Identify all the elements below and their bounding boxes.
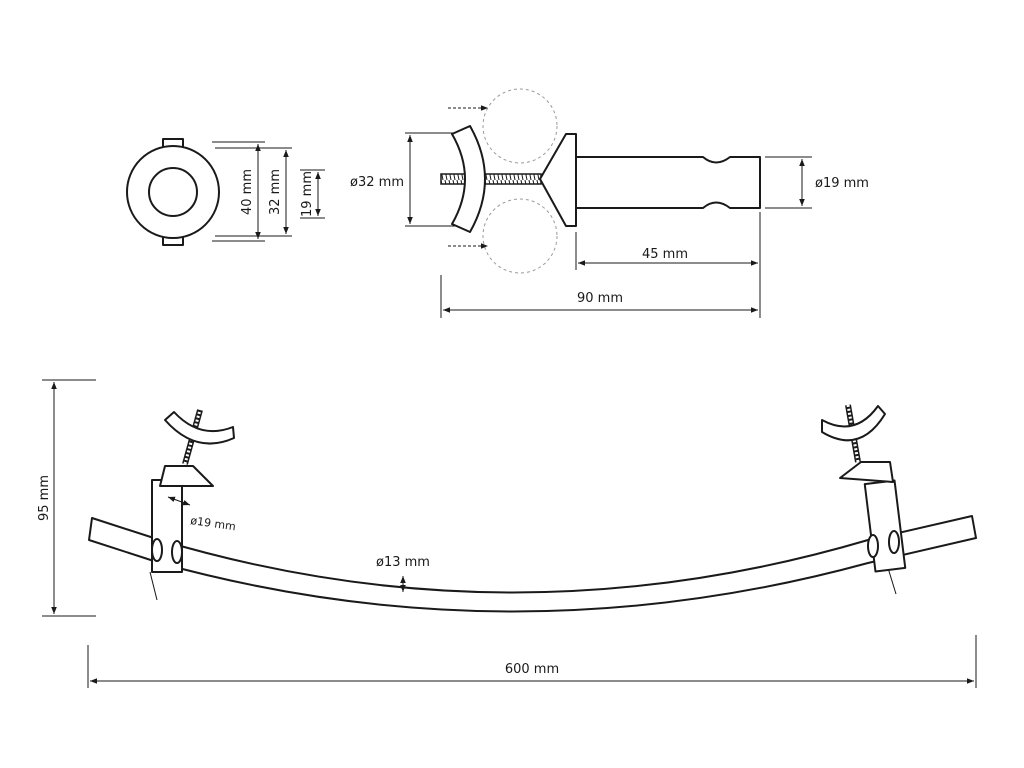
left-cone-flange [159,465,214,487]
left-support [149,409,235,601]
left-clamp [164,411,235,445]
rotation-ghost-bottom [482,198,558,274]
threaded-rod [440,173,542,185]
support-diameter-dimension-line [167,496,191,506]
bracket-diameter-label: ø32 mm [350,175,404,190]
towel-rail-view [88,404,977,613]
cone-flange [539,133,577,227]
bracket-dimensions: ø32 mm ø19 mm 45 mm 90 mm [350,132,869,318]
right-clamp [821,405,886,442]
right-cone-flange [839,461,894,483]
rail-diameter-label: ø13 mm [376,555,430,570]
right-rail-joint [867,534,879,558]
support-diameter-label: ø19 mm [190,514,237,533]
bracket-side-view [440,88,761,274]
curved-rail [88,515,977,613]
rail-dimensions: 95 mm ø19 mm ø13 mm 600 mm [37,379,977,688]
total-width-label: 600 mm [505,662,559,677]
rosette-inner-hole [148,167,198,217]
left-rail-joint [151,538,163,562]
right-support [821,404,907,595]
bracket-length-label: 90 mm [577,291,623,306]
hole-diameter-label: 19 mm [300,171,315,217]
rosette-front-view [126,138,220,246]
rosette-dimensions: 40 mm 32 mm 19 mm [212,141,325,242]
post-diameter-label: ø19 mm [815,176,869,191]
mounting-post [575,156,761,209]
total-height-label: 95 mm [37,475,52,521]
post-length-label: 45 mm [642,247,688,262]
curved-clamp [451,125,486,233]
rotation-ghost-top [482,88,558,164]
inner-diameter-label: 32 mm [268,169,283,215]
outer-diameter-label: 40 mm [240,169,255,215]
